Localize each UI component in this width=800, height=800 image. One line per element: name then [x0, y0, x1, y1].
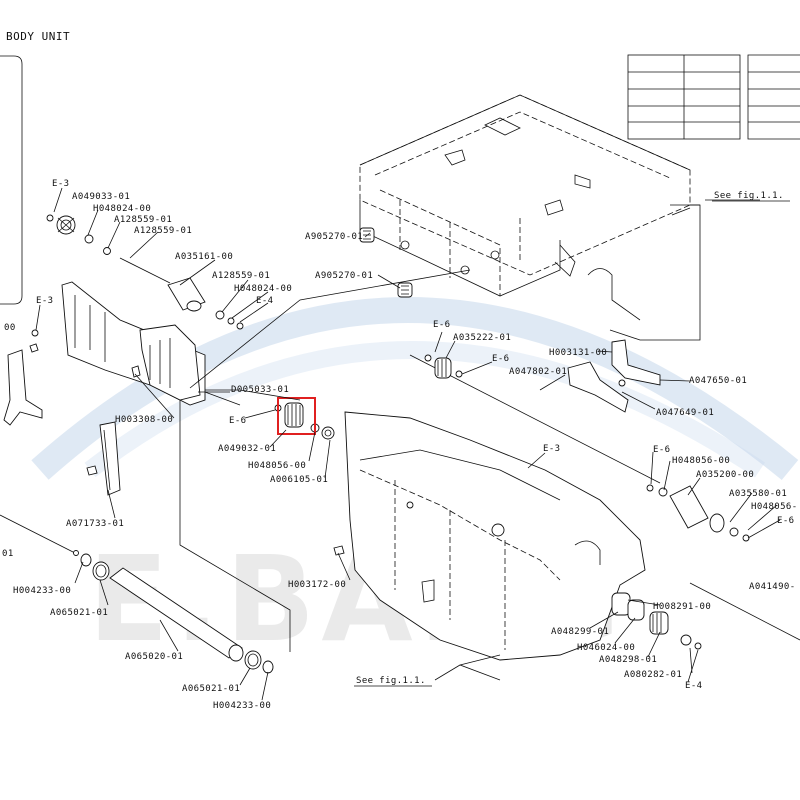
label-h046024: H046024-00 — [577, 643, 635, 653]
roller-a065020 — [80, 553, 274, 674]
bushing-a128559-b — [215, 310, 225, 320]
label-a905270-b: A905270-01 — [315, 271, 373, 281]
rail-a071733 — [99, 421, 121, 496]
rollers-a048299-a048298 — [611, 592, 702, 650]
label-h004233-a: H004233-00 — [13, 586, 71, 596]
label-e6-d: E-6 — [653, 445, 670, 455]
label-h003172: H003172-00 — [288, 580, 346, 590]
screw-h003308 — [131, 365, 141, 378]
clip-e4 — [236, 322, 244, 330]
label-a128559-c: A128559-01 — [212, 271, 270, 281]
label-a049032: A049032-01 — [218, 444, 276, 454]
gear-a035222 — [424, 354, 463, 379]
bushing-a006105 — [321, 426, 335, 440]
label-left-01: 01 — [2, 549, 14, 559]
label-left-00: 00 — [4, 323, 16, 333]
gear-a049032 — [274, 397, 320, 435]
label-h003131: H003131-00 — [549, 348, 607, 358]
spring-a905270-2 — [397, 282, 413, 298]
left-frame-bracket — [61, 281, 206, 406]
washer-h048024-b — [227, 317, 235, 325]
diagram-title: BODY UNIT — [6, 30, 70, 43]
screw-h003172 — [333, 545, 345, 556]
label-h048024-b: H048024-00 — [234, 284, 292, 294]
label-a041490: A041490- — [749, 582, 796, 592]
label-e6-c: E-6 — [492, 354, 509, 364]
label-h048024-a: H048024-00 — [93, 204, 151, 214]
bushing-a128559 — [103, 247, 111, 255]
screw-rail — [86, 465, 98, 476]
label-a047802: A047802-01 — [509, 367, 567, 377]
left-stand-bracket — [3, 349, 43, 426]
label-a035161: A035161-00 — [175, 252, 233, 262]
label-a065021-a: A065021-01 — [50, 608, 108, 618]
part-labels: E-3 A049033-01 H048024-00 A128559-01 A12… — [2, 179, 798, 711]
label-e4-b: E-4 — [685, 681, 702, 691]
label-a048299: A048299-01 — [551, 627, 609, 637]
label-h048056-a: H048056-00 — [248, 461, 306, 471]
label-h008291: H008291-00 — [653, 602, 711, 612]
gear-a049033 — [56, 215, 76, 235]
label-a047650: A047650-01 — [689, 376, 747, 386]
label-h048056-c: H048056- — [751, 502, 798, 512]
label-h004233-b: H004233-00 — [213, 701, 271, 711]
roller-a035200 — [646, 484, 750, 542]
label-a065021-b: A065021-01 — [182, 684, 240, 694]
left-panel-frame — [0, 55, 23, 305]
label-a065020: A065020-01 — [125, 652, 183, 662]
label-a071733: A071733-01 — [66, 519, 124, 529]
label-see-fig-top: See fig.1.1. — [714, 191, 784, 201]
bracket-a047650 — [567, 339, 661, 413]
label-a128559-b: A128559-01 — [134, 226, 192, 236]
shaft-left-bottom — [0, 514, 76, 554]
label-a048298: A048298-01 — [599, 655, 657, 665]
label-a006105: A006105-01 — [270, 475, 328, 485]
label-e6-b: E-6 — [433, 320, 450, 330]
upper-chassis — [359, 94, 700, 321]
label-d005033: D005033-01 — [231, 385, 289, 395]
screw-left — [29, 343, 39, 353]
center-frame — [344, 411, 646, 661]
clip-e3 — [46, 214, 54, 222]
label-a049033: A049033-01 — [72, 192, 130, 202]
shaft-a041490 — [689, 582, 800, 641]
reference-table — [627, 54, 800, 140]
label-e3-tl: E-3 — [52, 179, 69, 189]
label-a128559-a: A128559-01 — [114, 215, 172, 225]
highlight-box — [277, 397, 316, 435]
shaft-a047802 — [409, 354, 661, 484]
roller-a035161 — [167, 277, 206, 312]
label-a080282: A080282-01 — [624, 670, 682, 680]
label-e6-e: E-6 — [777, 516, 794, 526]
label-see-fig-bottom: See fig.1.1. — [356, 676, 426, 686]
label-a047649: A047649-01 — [656, 408, 714, 418]
label-e3-left: E-3 — [36, 296, 53, 306]
label-e3-mid: E-3 — [543, 444, 560, 454]
clip-e3-left — [31, 329, 39, 337]
label-a035222: A035222-01 — [453, 333, 511, 343]
label-e6-a: E-6 — [229, 416, 246, 426]
label-a035580: A035580-01 — [729, 489, 787, 499]
label-h048056-b: H048056-00 — [672, 456, 730, 466]
washer-h048024 — [84, 234, 94, 244]
label-h003308: H003308-00 — [115, 415, 173, 425]
label-a905270-a: A905270-01 — [305, 232, 363, 242]
label-e4-a: E-4 — [256, 296, 273, 306]
label-a035200: A035200-00 — [696, 470, 754, 480]
